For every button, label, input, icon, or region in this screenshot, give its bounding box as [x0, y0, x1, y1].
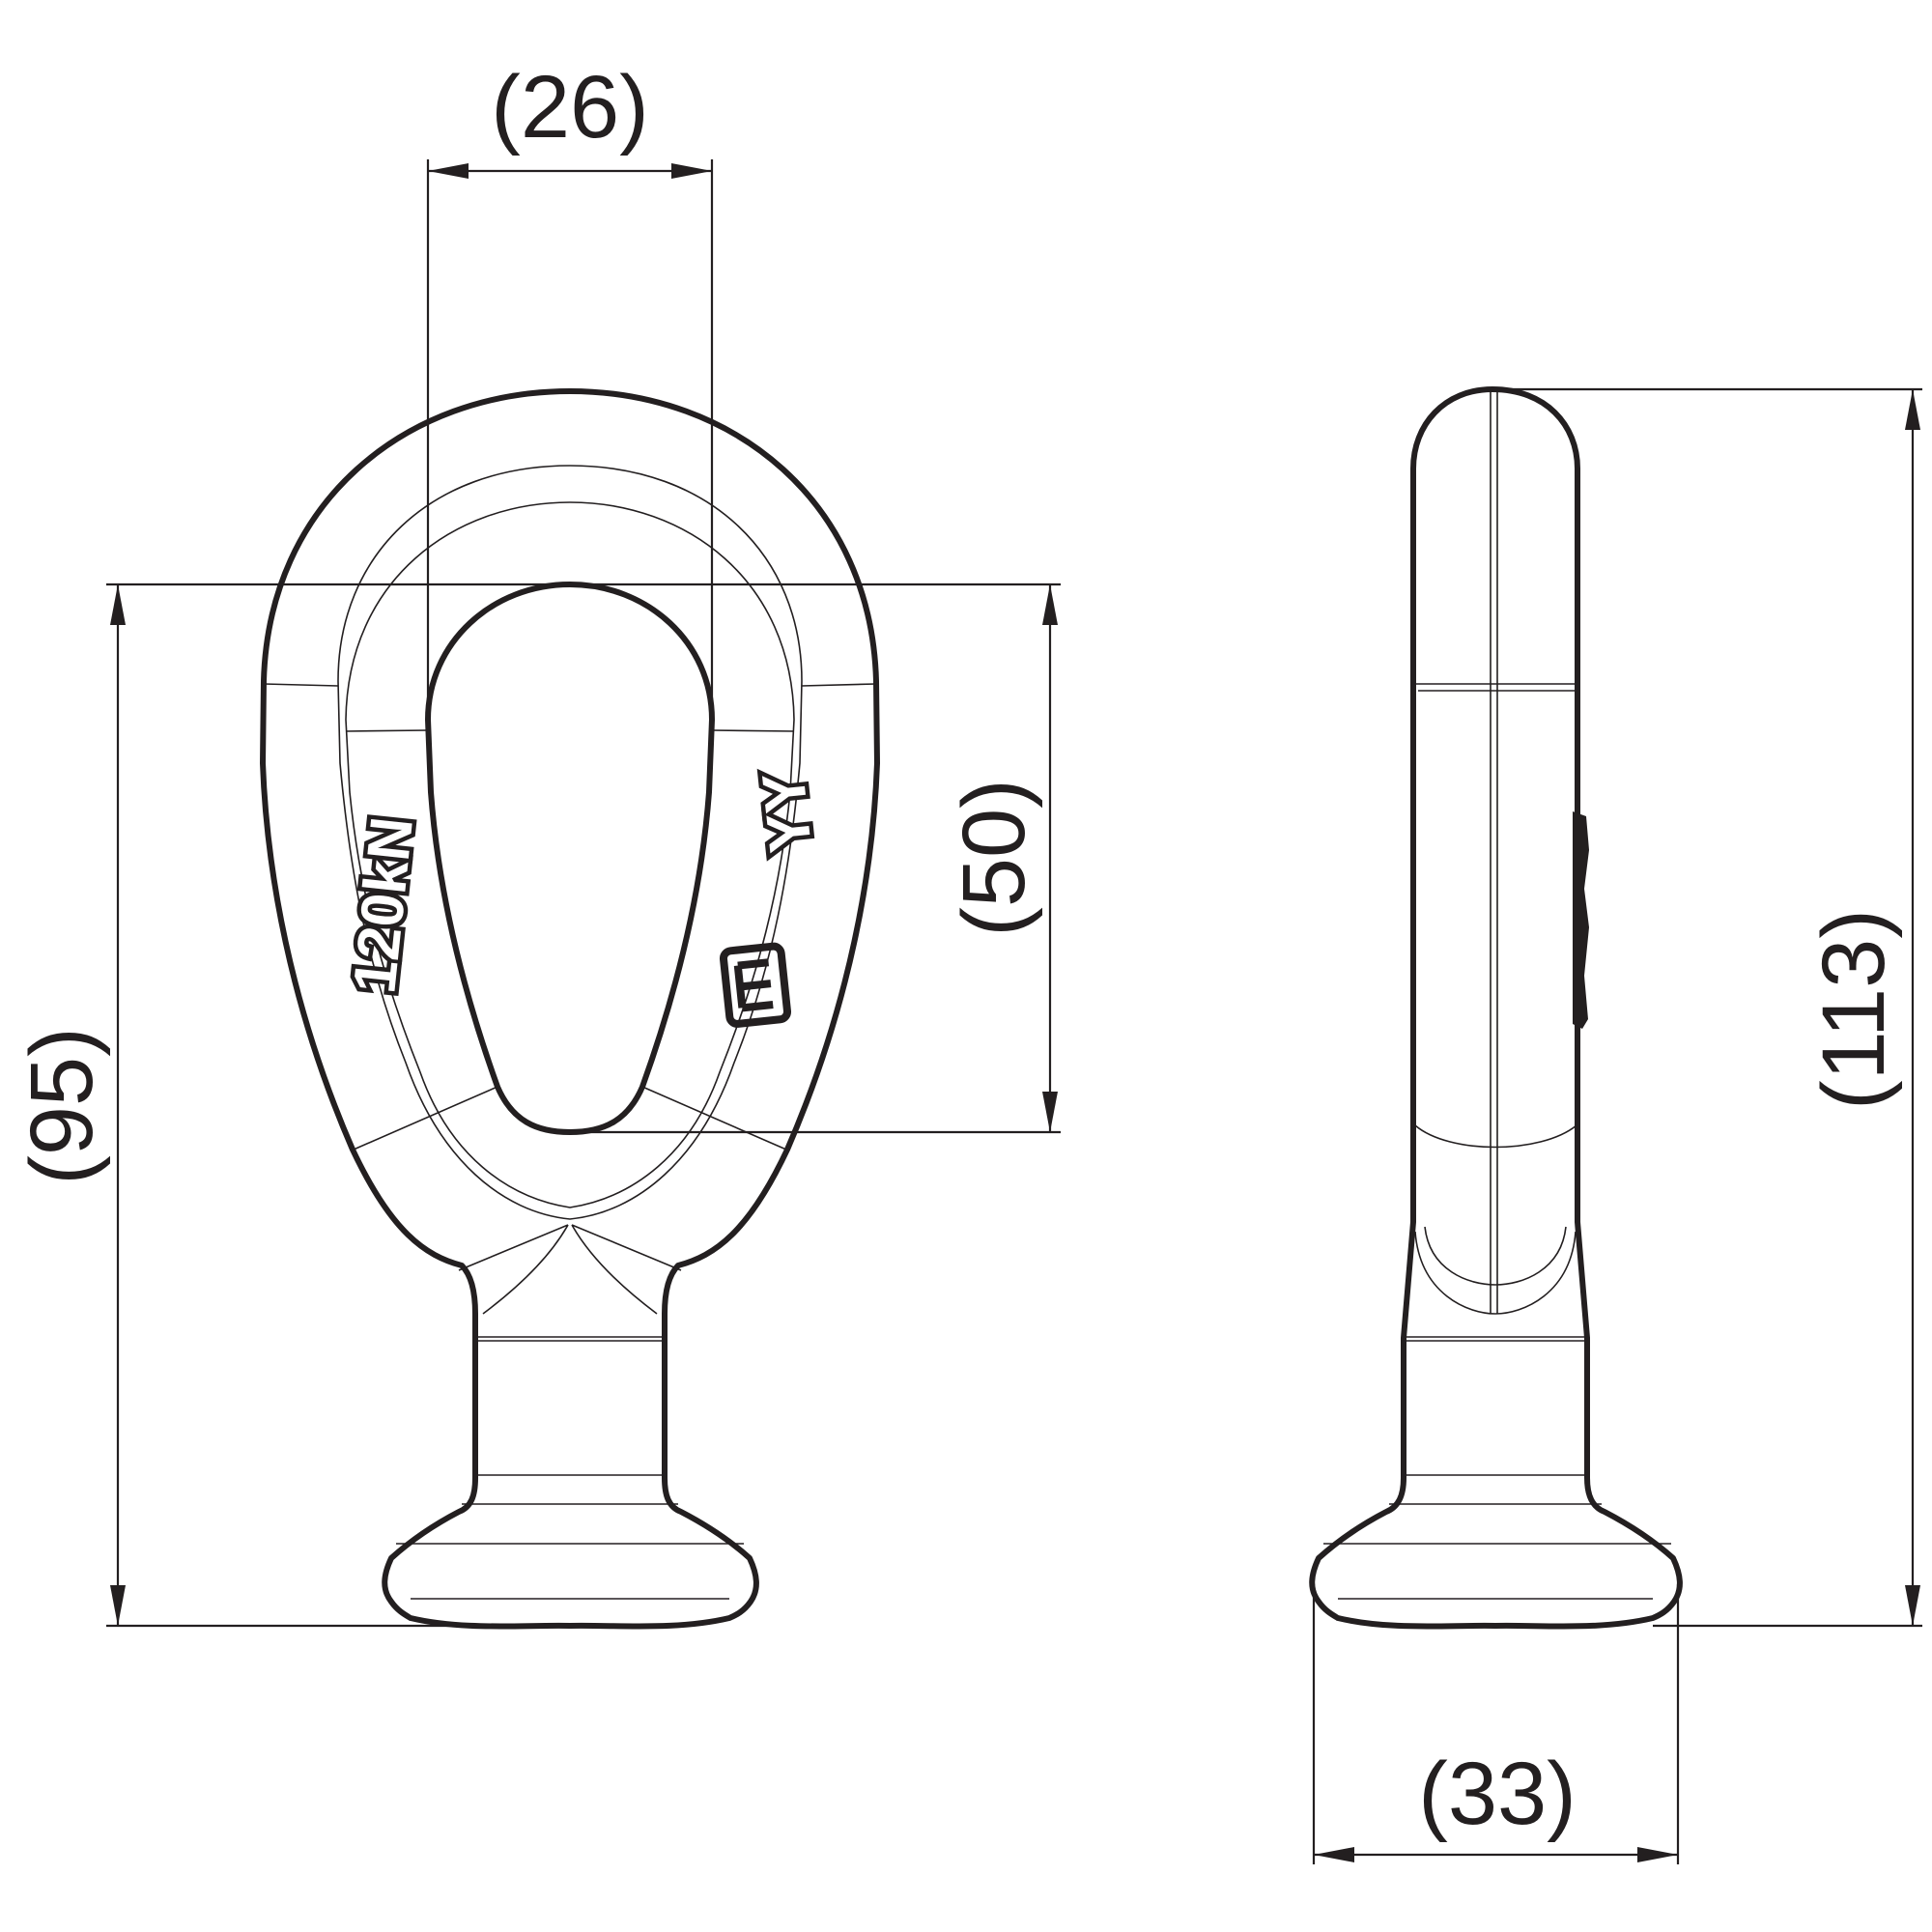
- dim-eye-width: (26): [426, 58, 714, 720]
- side-embossed-marking: [1573, 811, 1589, 1029]
- dim-front-overall-height: (95): [13, 582, 570, 1628]
- rating-text-inner: 120kN: [341, 814, 426, 997]
- front-inner-curve-2: [345, 501, 795, 1208]
- dim-eye-height-label: (50): [945, 779, 1043, 937]
- front-view: 120kN 120kN YY YY (26) (50): [13, 58, 1061, 1630]
- dim-ball-diameter: (33): [1312, 1584, 1680, 1864]
- dim-ball-diameter-label: (33): [1418, 1745, 1577, 1843]
- front-inner-curve-1: [337, 465, 803, 1220]
- manufacturer-marking: YY YY: [746, 765, 829, 860]
- rating-marking: 120kN 120kN: [337, 810, 431, 1001]
- front-section-lines: [263, 683, 877, 1600]
- dim-side-overall-height: (113): [1492, 387, 1922, 1628]
- dim-side-overall-height-label: (113): [1804, 909, 1903, 1110]
- manufacturer-text: YY: [751, 769, 825, 855]
- front-eye-opening: [425, 582, 715, 1135]
- side-view: (113) (33): [1309, 386, 1922, 1864]
- dim-eye-height: (50): [570, 582, 1061, 1134]
- side-center-line: [1490, 391, 1498, 1314]
- dim-front-overall-height-label: (95): [13, 1027, 111, 1185]
- manufacturer-text-inner: YY: [751, 769, 825, 855]
- manufacturer-logo-icon: [719, 942, 792, 1028]
- side-section-lines: [1323, 683, 1671, 1600]
- side-outer-profile: [1309, 386, 1683, 1630]
- dim-eye-width-label: (26): [491, 58, 649, 156]
